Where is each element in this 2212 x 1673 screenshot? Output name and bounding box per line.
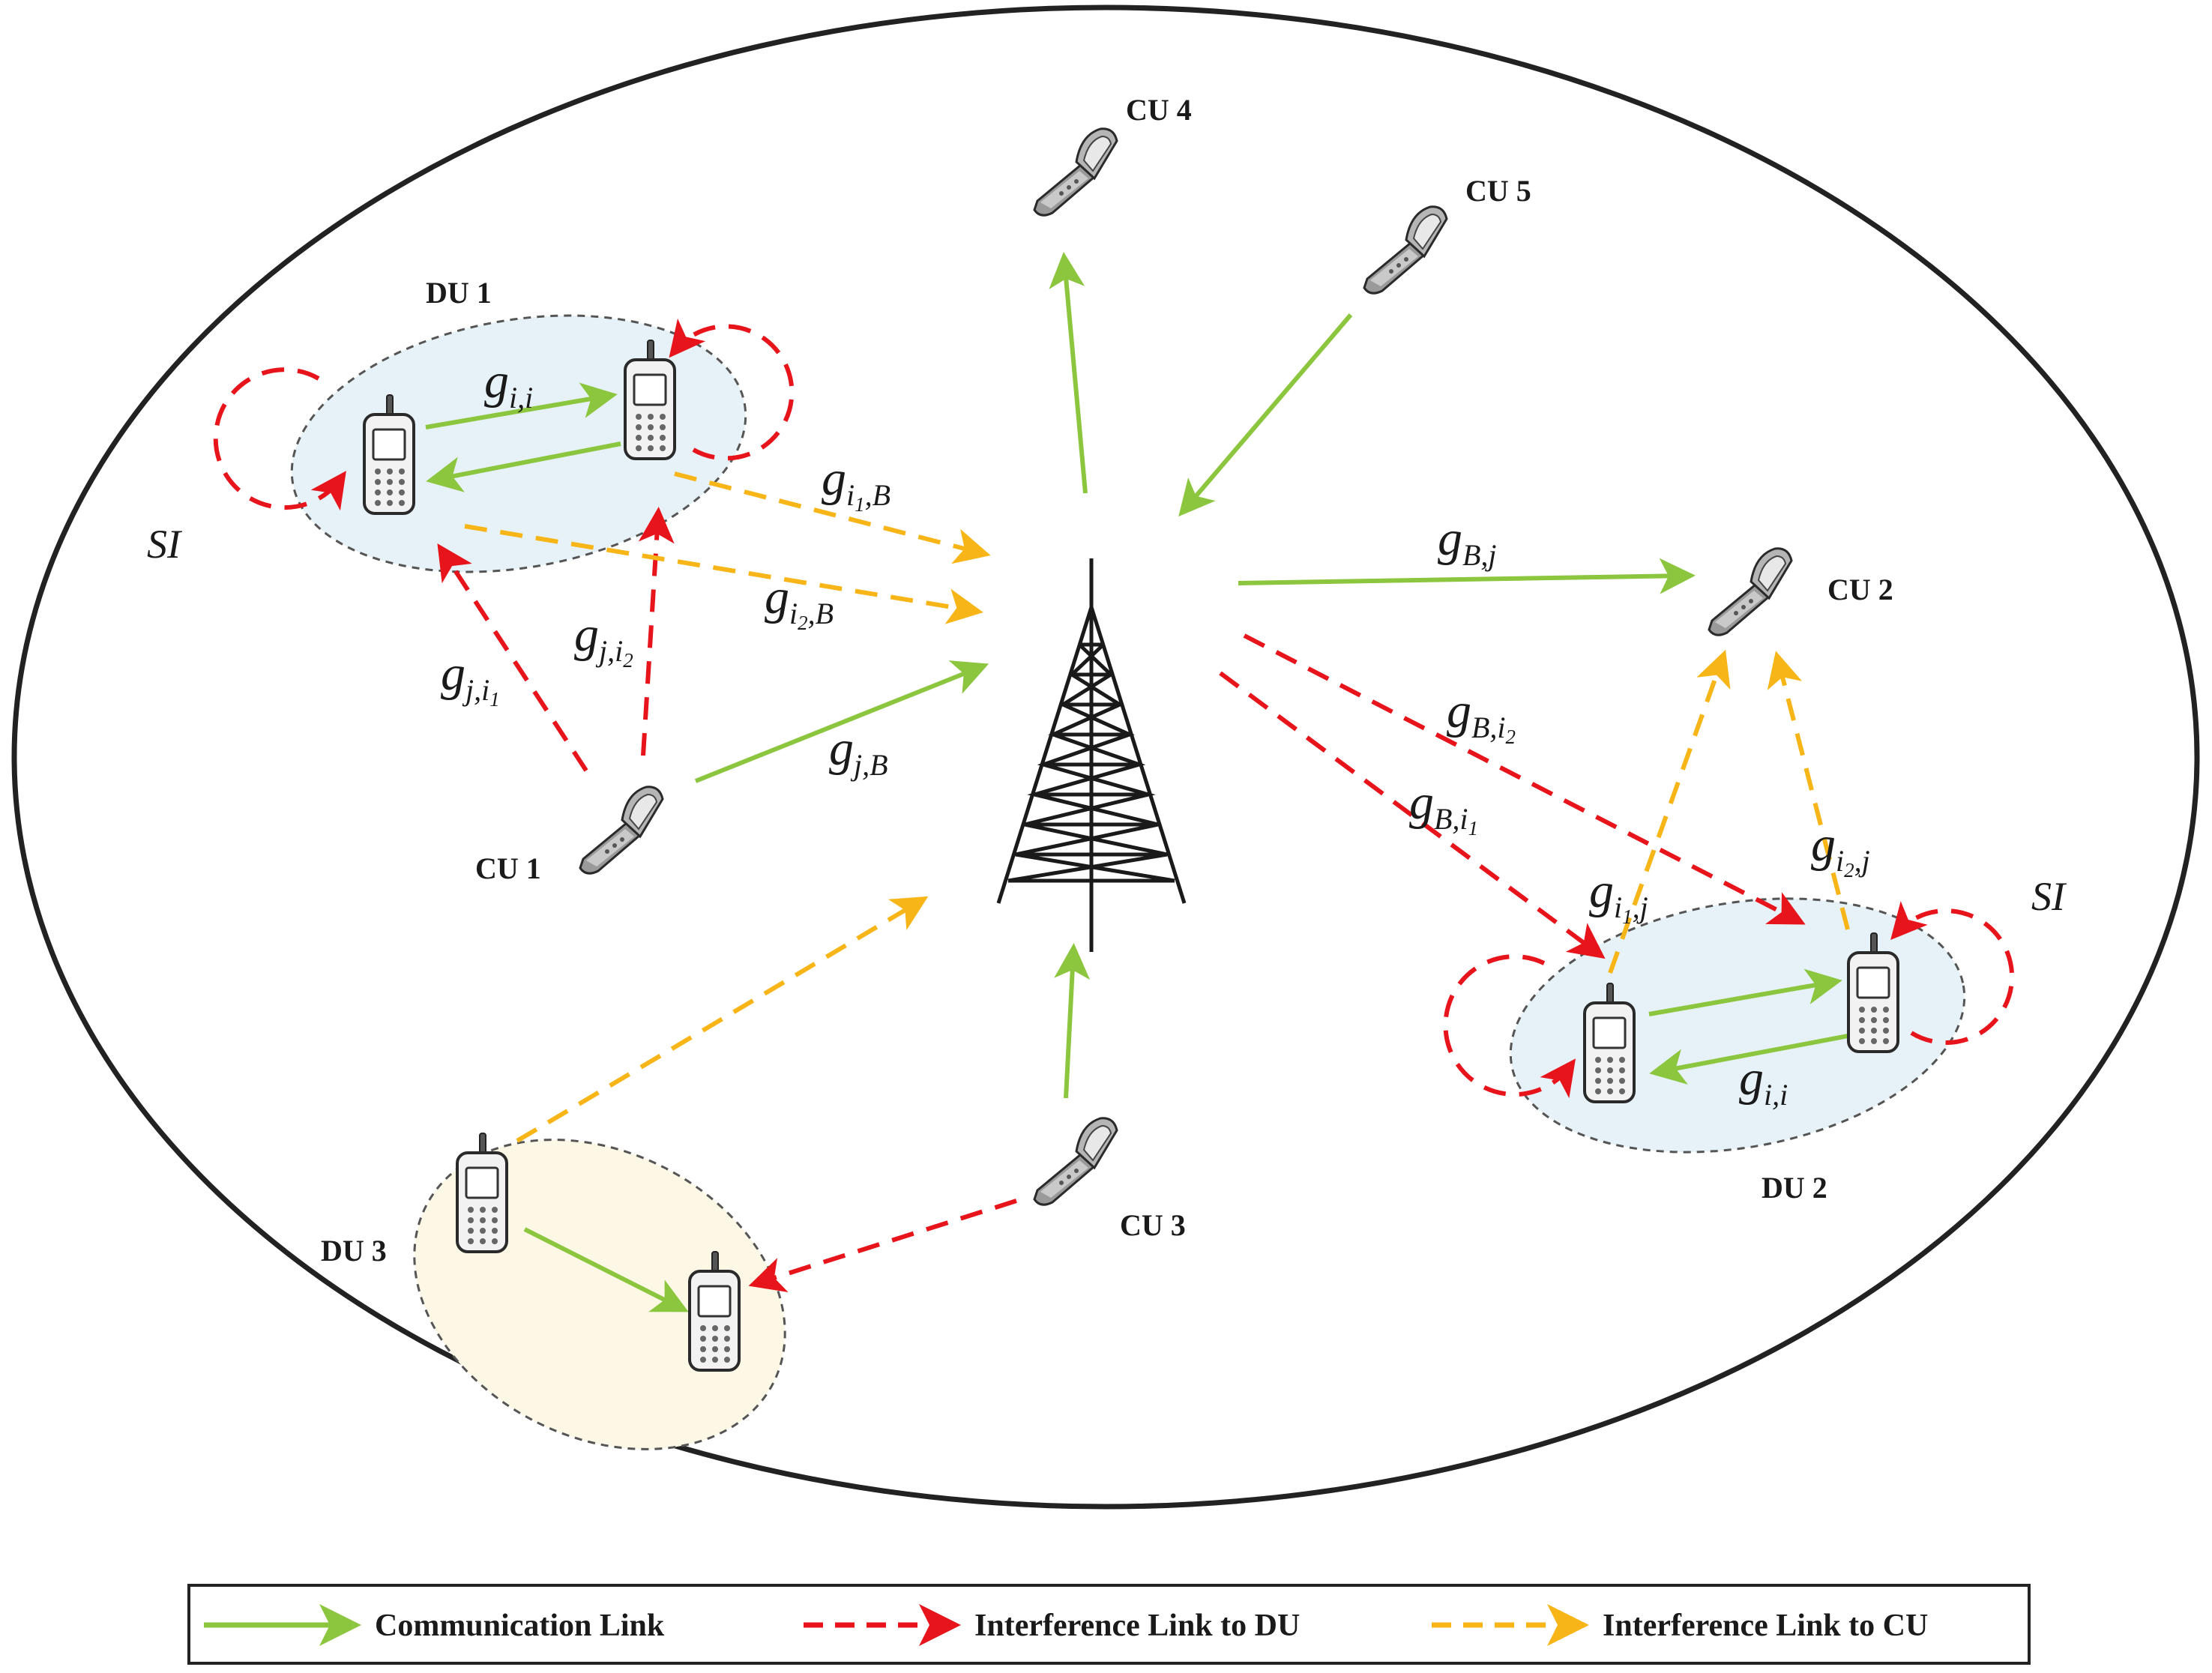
gain-du1-ii: gi,i xyxy=(484,354,533,415)
label-cu4: CU 4 xyxy=(1126,93,1192,127)
interference-cu-links xyxy=(464,471,1850,1143)
label-du3: DU 3 xyxy=(321,1234,387,1267)
cell-boundary xyxy=(11,4,2200,1510)
link-bs-cu2 xyxy=(1238,558,1696,594)
label-du2: DU 2 xyxy=(1762,1171,1827,1205)
label-du1: DU 1 xyxy=(426,276,492,310)
communication-links xyxy=(425,252,1857,1312)
cu3-phone-icon xyxy=(1033,1117,1118,1206)
cu1-phone-icon xyxy=(579,786,664,875)
link-cu3-bs xyxy=(1054,943,1091,1099)
gain-j-B: gj,B xyxy=(829,721,888,782)
gain-j-i2: gj,i2 xyxy=(574,607,633,672)
legend-communication-label: Communication Link xyxy=(375,1609,665,1643)
label-cu3: CU 3 xyxy=(1120,1208,1186,1242)
du2-cluster xyxy=(1509,897,1966,1154)
link-du2-back xyxy=(1649,1032,1857,1085)
label-cu2: CU 2 xyxy=(1827,573,1893,606)
label-si-left: SI xyxy=(147,522,183,567)
gain-i1-j: gi1,j xyxy=(1589,863,1648,928)
du3-cluster xyxy=(413,1139,786,1450)
gain-B-j: gB,j xyxy=(1438,511,1497,572)
cu5-phone-icon xyxy=(1363,205,1448,295)
legend-interference-du-label: Interference Link to DU xyxy=(974,1609,1300,1643)
gain-i1-B: gi1,B xyxy=(822,451,890,516)
cu2-phone-icon xyxy=(1708,547,1793,636)
gain-B-i2: gB,i2 xyxy=(1447,684,1516,748)
legend-interference-cu-label: Interference Link to CU xyxy=(1603,1609,1928,1643)
link-cu1-bs xyxy=(694,660,989,783)
base-station-tower-icon xyxy=(996,558,1187,952)
cu4-phone-icon xyxy=(1033,127,1118,217)
gain-j-i1: gj,i1 xyxy=(441,646,500,711)
link-du3 xyxy=(523,1227,689,1312)
link-du2-fwd xyxy=(1648,968,1842,1016)
link-cu4-up xyxy=(1049,252,1088,494)
label-cu1: CU 1 xyxy=(475,851,541,885)
gain-i2-B: gi2,B xyxy=(765,570,834,634)
legend-box xyxy=(187,1584,2031,1665)
link-cu5 xyxy=(1178,313,1353,517)
link-du1-fwd xyxy=(425,382,618,429)
link-du1-back xyxy=(426,441,621,492)
label-cu5: CU 5 xyxy=(1465,174,1531,208)
gain-du2-ii: gi,i xyxy=(1739,1051,1788,1112)
legend: Communication Link Interference Link to … xyxy=(187,1584,2031,1665)
gain-B-i1: gB,i1 xyxy=(1409,775,1478,839)
gain-i2-j: gi2,j xyxy=(1811,817,1870,881)
label-si-right: SI xyxy=(2031,874,2067,919)
du1-cluster xyxy=(290,314,747,573)
